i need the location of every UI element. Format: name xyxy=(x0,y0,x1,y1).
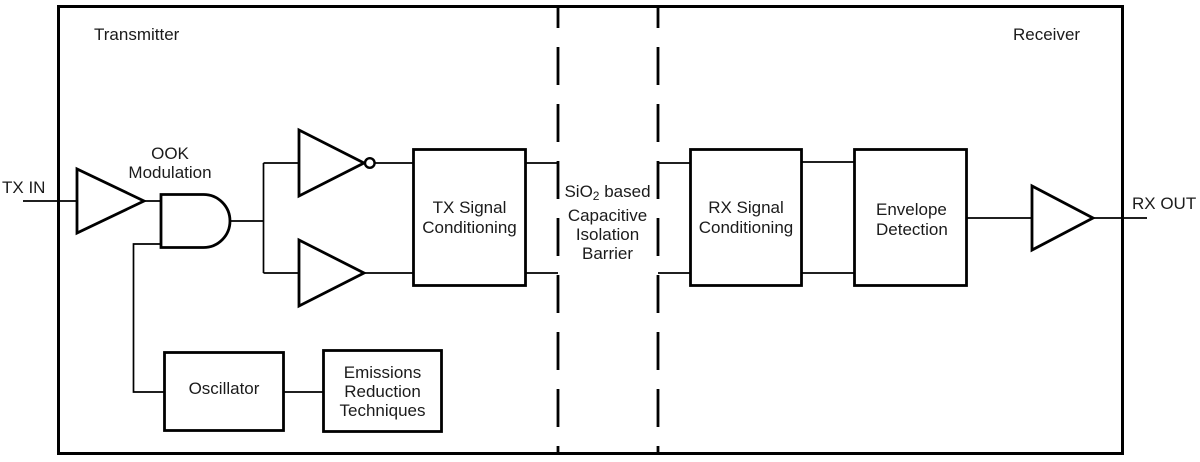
emissions-reduction-box xyxy=(322,349,443,433)
inverter-bubble xyxy=(363,156,376,169)
barrier-line3: Isolation xyxy=(575,225,640,244)
chip-boundary-box xyxy=(57,5,1124,455)
rx-signal-conditioning-label: RX Signal Conditioning xyxy=(689,198,803,238)
rx-signal-line2: Conditioning xyxy=(698,218,794,237)
inverter-triangle xyxy=(297,127,368,199)
emissions-line3: Techniques xyxy=(339,401,426,420)
tx-signal-conditioning-box xyxy=(412,148,527,287)
transmitter-region-label: Transmitter xyxy=(94,25,180,44)
wires xyxy=(23,161,1147,393)
emissions-line1: Emissions xyxy=(343,363,422,382)
barrier-sio-subscript: 2 xyxy=(592,189,600,203)
rx-out-port-label: RX OUT xyxy=(1132,194,1197,213)
wire-oscillator-to-and xyxy=(132,243,164,393)
emissions-reduction-label: Emissions Reduction Techniques xyxy=(322,363,443,420)
tx-input-buffer-triangle xyxy=(75,166,148,236)
oscillator-box xyxy=(163,351,285,432)
rx-signal-line1: RX Signal xyxy=(708,198,784,217)
tx-signal-conditioning-label: TX Signal Conditioning xyxy=(412,198,527,238)
envelope-detection-box xyxy=(853,148,968,287)
and-gate xyxy=(159,193,232,249)
ook-modulation-label: OOK Modulation xyxy=(110,144,230,182)
receiver-region-label: Receiver xyxy=(1013,25,1081,44)
envelope-line2: Detection xyxy=(876,220,948,239)
tx-signal-line1: TX Signal xyxy=(432,198,507,217)
barrier-line4: Barrier xyxy=(581,244,633,263)
oscillator-line1: Oscillator xyxy=(188,379,260,398)
envelope-line1: Envelope xyxy=(876,200,947,219)
rx-signal-conditioning-box xyxy=(689,148,803,287)
tx-in-port-label: TX IN xyxy=(2,178,46,197)
tx-signal-line2: Conditioning xyxy=(422,218,517,237)
barrier-line2: Capacitive xyxy=(567,206,648,225)
barrier-sio-prefix: SiO xyxy=(564,182,593,201)
barrier-sio-suffix: based xyxy=(599,182,651,201)
ook-modulation-line2: Modulation xyxy=(128,163,212,182)
envelope-detection-label: Envelope Detection xyxy=(876,200,948,240)
isolation-barrier-label: SiO2 based Capacitive Isolation Barrier xyxy=(557,182,658,263)
ook-modulation-line1: OOK xyxy=(151,144,189,163)
barrier-line1: SiO2 based xyxy=(557,182,658,206)
oscillator-label: Oscillator xyxy=(163,379,285,399)
rx-output-buffer-triangle xyxy=(1030,183,1097,253)
buffer-triangle xyxy=(297,237,368,309)
emissions-line2: Reduction xyxy=(344,382,421,401)
